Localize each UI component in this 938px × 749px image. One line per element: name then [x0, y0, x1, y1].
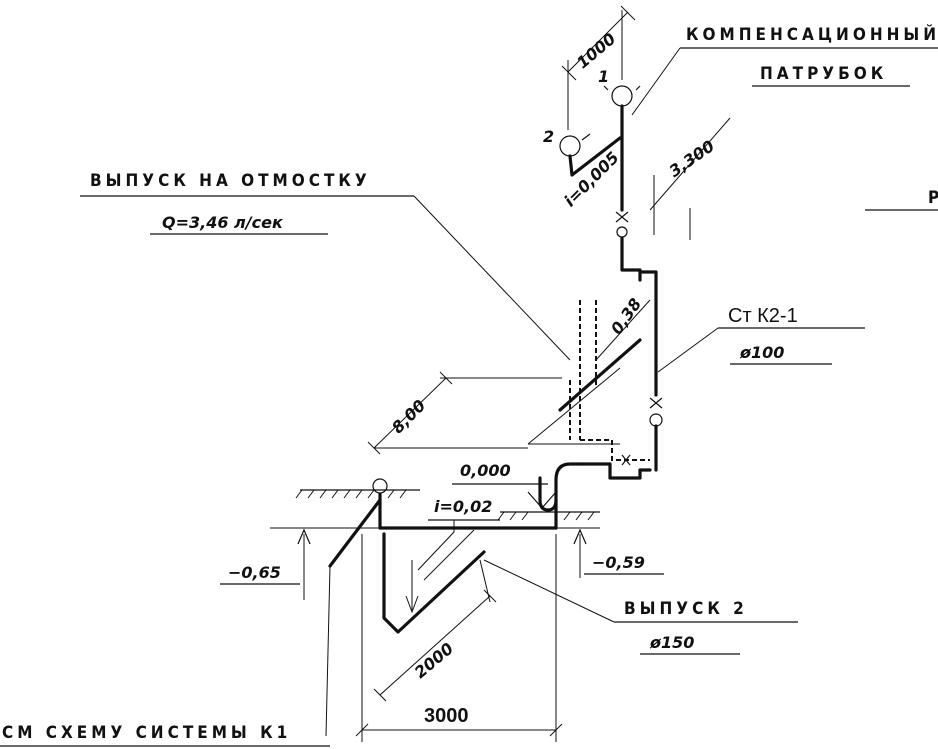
dim-tick [373, 688, 387, 702]
dim-tick [549, 723, 563, 737]
funnel-symbol [372, 478, 388, 494]
pipe-seg [576, 462, 652, 480]
dim-1000-text: 1000 [573, 29, 619, 72]
compensator-label-line2: ПАТРУБОК [760, 64, 887, 84]
dim-2000-text: 2000 [411, 639, 457, 682]
dim-line-1000 [567, 11, 629, 73]
leader-line [325, 565, 331, 737]
leader-line [413, 195, 571, 361]
dim-line-038 [595, 299, 651, 361]
dim-line-2000 [379, 595, 491, 696]
compensator-label-line1: КОМПЕНСАЦИОННЫЙ [686, 23, 938, 45]
funnel-tick [635, 85, 641, 91]
dim-tick [483, 589, 497, 603]
outlet-flow: Q=3,46 л/сек [162, 213, 284, 232]
direction-arrow [405, 595, 419, 614]
cut-letter: Р [928, 188, 938, 208]
dim-line-800 [373, 377, 447, 449]
funnel-tick [603, 85, 609, 91]
level-arrow [573, 528, 587, 545]
level-059-text: −0,59 [592, 553, 645, 572]
outlet-2-diameter: ø150 [649, 633, 694, 652]
riser-k2-1 [638, 270, 658, 397]
dim-tick [561, 65, 577, 81]
valve-symbol [615, 211, 629, 223]
funnel-tick [581, 133, 591, 141]
marker-1: 1 [598, 67, 609, 86]
dim-ext [479, 559, 491, 603]
riser-mid [620, 236, 642, 282]
see-scheme-label: СМ СХЕМУ СИСТЕМЫ К1 [2, 723, 291, 743]
cleanout-symbol [649, 413, 663, 427]
hidden-lines [411, 520, 455, 610]
valve-symbol [649, 397, 663, 409]
funnel-2-symbol [559, 135, 581, 157]
level-arrow [527, 491, 557, 509]
riser-diameter: ø100 [739, 343, 784, 362]
outlet-label: ВЫПУСК НА ОТМОСТКУ [90, 171, 371, 191]
dim-tick [620, 5, 636, 21]
pipe-seg [568, 136, 622, 177]
dim-line-3300 [649, 117, 731, 211]
level-065-text: −0,65 [228, 563, 281, 582]
marker-2: 2 [543, 127, 554, 146]
funnel-1-symbol [611, 85, 633, 107]
riser-name: Ст К2-1 [728, 305, 798, 327]
dim-800-text: 8,00 [388, 396, 429, 437]
level-arrow [297, 528, 311, 545]
ground-hatch [295, 489, 407, 499]
outlet-2-label: ВЫПУСК 2 [624, 599, 748, 619]
pipe-seg [558, 338, 642, 412]
slope-002-text: i=0,02 [434, 497, 492, 516]
pipe-to-k1 [328, 498, 382, 568]
cleanout-symbol [616, 226, 628, 238]
hidden-pipe [580, 439, 650, 461]
dim-3000-text: 3000 [424, 705, 469, 727]
ground-line [527, 367, 621, 445]
valve-symbol [621, 454, 631, 466]
leader-line [631, 47, 681, 116]
ground-hatch [497, 511, 595, 521]
level-0-text: 0,000 [460, 461, 511, 480]
dim-038-text: 0,38 [607, 295, 645, 338]
dim-3300-text: 3,300 [666, 136, 718, 181]
outlet-2-pipe [382, 532, 486, 634]
leader-line [657, 327, 719, 373]
leader-line [483, 559, 615, 623]
dim-tick [355, 723, 369, 737]
hidden-lines [423, 529, 475, 581]
